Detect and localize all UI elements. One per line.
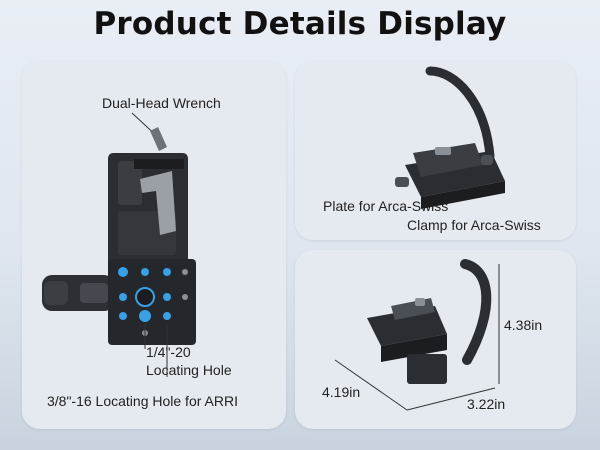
clamp-label: Clamp for Arca-Swiss (407, 217, 541, 233)
wrench-label: Dual-Head Wrench (102, 95, 221, 111)
quarter-inch-hole-label: 1/4"-20 Locating Hole (146, 343, 256, 379)
bottom-right-dimension-panel: 4.38in 4.19in 3.22in (295, 250, 576, 429)
cage-product-image (42, 112, 196, 377)
left-detail-panel: Dual-Head Wrench 1/4"-20 (22, 61, 286, 429)
plate-label: Plate for Arca-Swiss (323, 198, 449, 214)
page-title: Product Details Display (93, 6, 507, 42)
arca-swiss-product-image (395, 66, 505, 209)
top-right-detail-panel: Plate for Arca-Swiss Clamp for Arca-Swis… (295, 61, 576, 240)
quarter-inch-hole-text: Locating Hole (146, 362, 232, 378)
height-dimension: 4.38in (504, 317, 543, 333)
depth-dimension: 4.19in (322, 384, 361, 400)
width-dimension: 3.22in (467, 396, 506, 412)
quarter-inch-hole-size: 1/4"-20 (146, 344, 191, 360)
arri-hole-label: 3/8"-16 Locating Hole for ARRI (47, 393, 238, 409)
dimensions-product-image (334, 259, 500, 411)
